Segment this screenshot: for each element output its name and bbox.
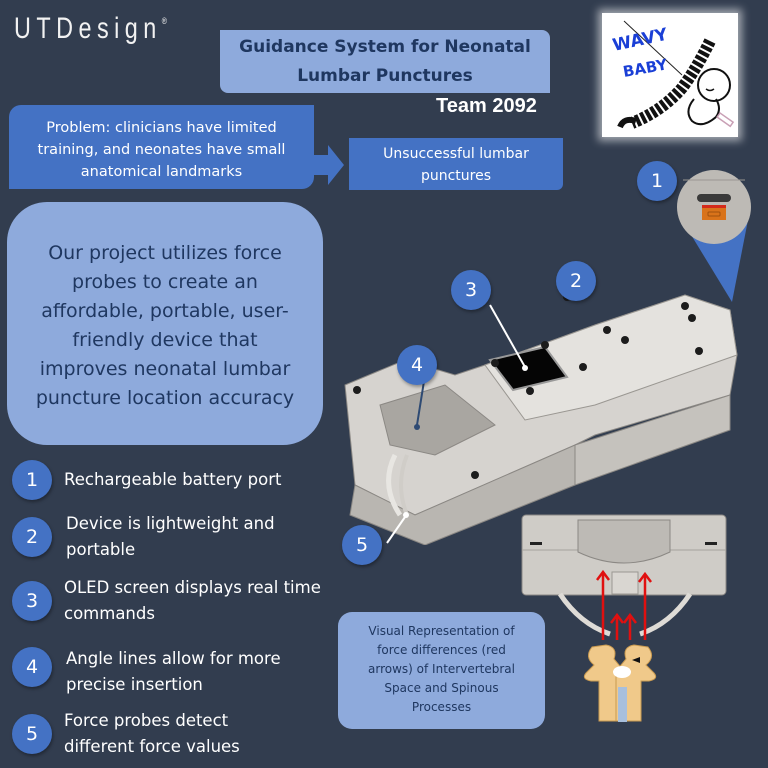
feature-text: Angle lines allow for more: [66, 649, 281, 668]
feature-text: different force values: [64, 737, 240, 756]
utdesign-logo: UTDesign®: [14, 12, 167, 46]
svg-text:WAVY: WAVY: [611, 25, 670, 56]
battery-port-icon: [683, 179, 745, 220]
project-line: Our project utilizes force: [48, 242, 282, 264]
device-render: [344, 293, 738, 545]
battery-port-detail: [677, 170, 751, 244]
feature-text: commands: [64, 604, 155, 623]
caption-line: Space and Spinous: [384, 681, 499, 695]
problem-box: Problem: clinicians have limited trainin…: [9, 105, 314, 189]
title-line-2: Lumbar Punctures: [297, 66, 473, 86]
team-label: Team 2092: [436, 95, 537, 117]
problem-line-3: anatomical landmarks: [80, 164, 243, 180]
caption-line: Processes: [411, 700, 472, 714]
visual-caption-box: Visual Representation of force differenc…: [338, 612, 545, 729]
project-line: puncture location accuracy: [35, 387, 295, 409]
title-line-1: Guidance System for Neonatal: [239, 37, 531, 57]
callout-3: 3: [451, 270, 491, 310]
wavy-baby-logo: WAVY BABY: [602, 13, 738, 137]
wavy-baby-illustration: WAVY BABY: [611, 20, 735, 129]
force-arrows-diagram: [521, 514, 727, 722]
project-line: affordable, portable, user-: [41, 300, 289, 322]
caption-line: force differences (red: [377, 643, 506, 657]
caption-line: Visual Representation of: [368, 624, 515, 638]
problem-line-1: Problem: clinicians have limited: [46, 120, 277, 136]
feature-number-3: 3: [12, 581, 52, 621]
registered-mark: ®: [161, 16, 167, 26]
svg-text:BABY: BABY: [622, 55, 670, 81]
caption-line: arrows) of Intervertebral: [368, 662, 515, 676]
feature-item-1: Rechargeable battery port: [64, 467, 344, 493]
logo-text: UTDesign: [14, 12, 162, 45]
feature-item-5: Force probes detect different force valu…: [64, 708, 344, 760]
project-line: improves neonatal lumbar: [39, 358, 291, 380]
feature-item-4: Angle lines allow for more precise inser…: [66, 646, 346, 698]
project-line: friendly device that: [72, 329, 258, 351]
feature-number-5: 5: [12, 714, 52, 754]
project-statement: Our project utilizes force probes to cre…: [7, 202, 323, 445]
problem-line-2: training, and neonates have small: [37, 142, 286, 158]
feature-text: Device is lightweight and: [66, 514, 275, 533]
callout-2: 2: [556, 261, 596, 301]
feature-text: portable: [66, 540, 136, 559]
feature-number-4: 4: [12, 647, 52, 687]
outcome-line-1: Unsuccessful lumbar: [383, 146, 529, 162]
feature-item-2: Device is lightweight and portable: [66, 511, 346, 563]
project-line: probes to create an: [72, 271, 258, 293]
feature-item-3: OLED screen displays real time commands: [64, 575, 344, 627]
callout-5: 5: [342, 525, 382, 565]
outcome-box: Unsuccessful lumbar punctures: [349, 138, 563, 190]
outcome-line-2: punctures: [420, 168, 492, 184]
feature-text: OLED screen displays real time: [64, 578, 321, 597]
callout-1: 1: [637, 161, 677, 201]
feature-text: Rechargeable battery port: [64, 470, 282, 489]
feature-text: precise insertion: [66, 675, 203, 694]
callout-4: 4: [397, 345, 437, 385]
feature-number-1: 1: [12, 460, 52, 500]
feature-number-2: 2: [12, 517, 52, 557]
feature-text: Force probes detect: [64, 711, 229, 730]
title-box: Guidance System for Neonatal Lumbar Punc…: [220, 30, 550, 93]
right-arrow-icon: [314, 145, 344, 185]
